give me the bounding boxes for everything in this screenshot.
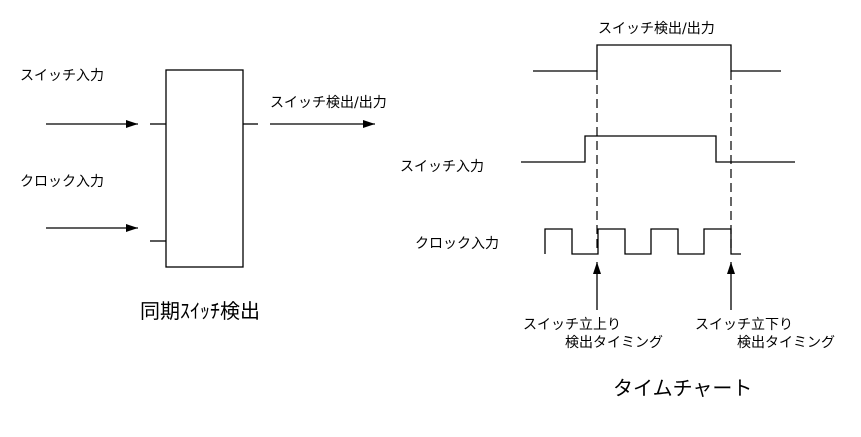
output-waveform bbox=[533, 44, 781, 72]
output-signal-label: スイッチ検出/出力 bbox=[598, 21, 715, 37]
timing-chart: スイッチ検出/出力 スイッチ入力 クロック入力 スイッチ立上り 検出タイミング … bbox=[400, 21, 835, 400]
output-label: スイッチ検出/出力 bbox=[270, 95, 387, 111]
switch-waveform bbox=[521, 135, 795, 163]
block-diagram: スイッチ入力 クロック入力 スイッチ検出/出力 同期ｽｲｯﾁ検出 bbox=[20, 68, 387, 323]
block-diagram-caption: 同期ｽｲｯﾁ検出 bbox=[140, 299, 260, 323]
rise-timing-label-1: スイッチ立上り bbox=[523, 317, 621, 333]
fall-timing-label-1: スイッチ立下り bbox=[695, 317, 793, 333]
switch-input-label: スイッチ入力 bbox=[20, 68, 104, 84]
sync-detector-block bbox=[165, 69, 244, 268]
clock-waveform bbox=[544, 228, 741, 255]
timing-chart-caption: タイムチャート bbox=[613, 376, 752, 400]
rise-timing-label-2: 検出タイミング bbox=[565, 335, 663, 351]
switch-signal-label: スイッチ入力 bbox=[400, 159, 484, 175]
fall-timing-label-2: 検出タイミング bbox=[737, 335, 835, 351]
clock-signal-label: クロック入力 bbox=[415, 236, 499, 252]
clock-input-label: クロック入力 bbox=[20, 174, 104, 190]
